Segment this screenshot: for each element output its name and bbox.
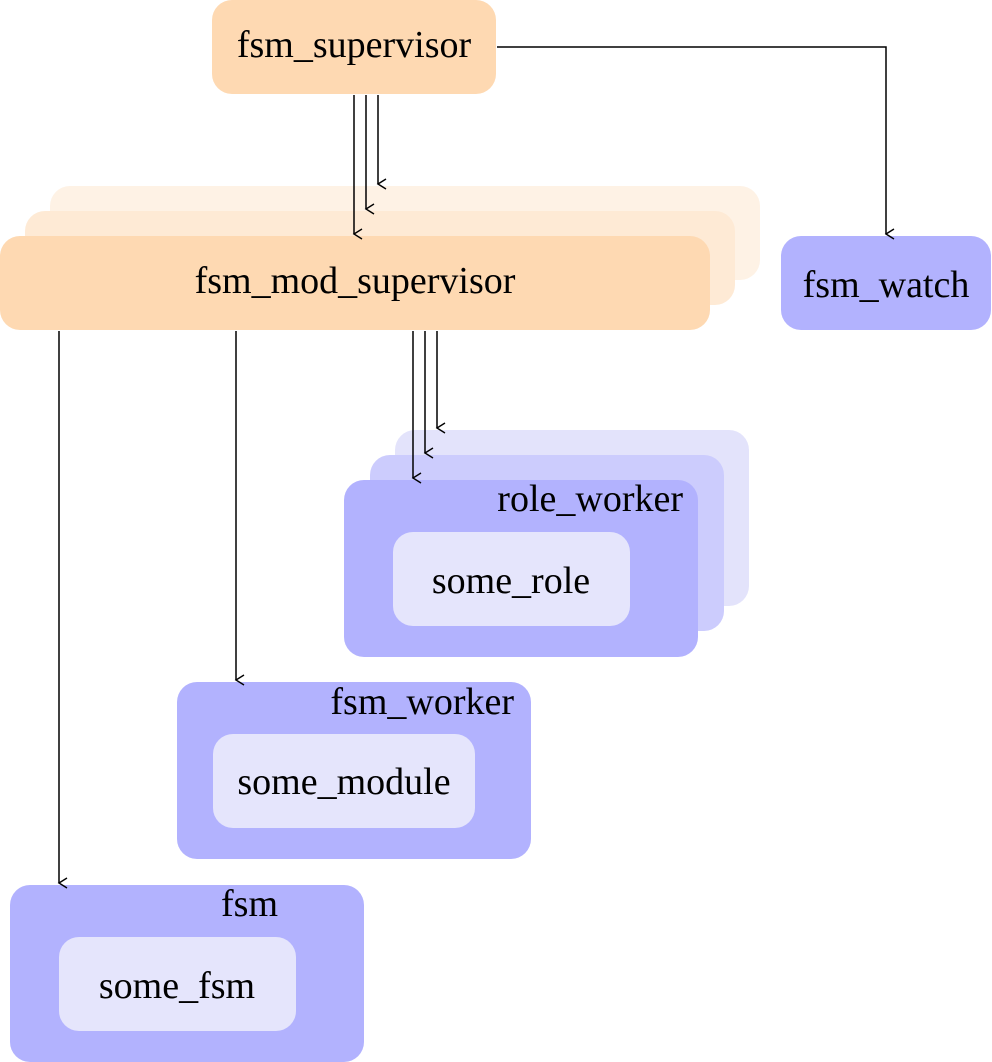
fsm-watch-node[interactable]: fsm_watch [781,236,991,330]
some-module-label: some_module [237,761,450,803]
edge-supervisor-to-watch [497,46,895,240]
fsm-worker-label: fsm_worker [330,681,514,723]
fsm-watch-label: fsm_watch [803,264,970,306]
some-fsm-label: some_fsm [99,965,255,1007]
some-fsm-module[interactable]: some_fsm [59,937,296,1031]
fsm-node[interactable]: fsm some_fsm [10,883,364,1062]
fsm-label: fsm [221,883,278,925]
fsm-mod-supervisor-node[interactable]: fsm_mod_supervisor [0,236,710,330]
some-module-module[interactable]: some_module [213,734,475,828]
role-worker-node[interactable]: role_worker some_role [344,478,698,657]
fsm-supervisor-label: fsm_supervisor [237,24,472,66]
some-role-label: some_role [432,560,590,602]
fsm-mod-supervisor-label: fsm_mod_supervisor [195,260,516,302]
fsm-supervisor-node[interactable]: fsm_supervisor [212,0,496,94]
fsm-worker-node[interactable]: fsm_worker some_module [177,681,531,859]
some-role-module[interactable]: some_role [393,532,630,626]
role-worker-label: role_worker [497,478,683,520]
